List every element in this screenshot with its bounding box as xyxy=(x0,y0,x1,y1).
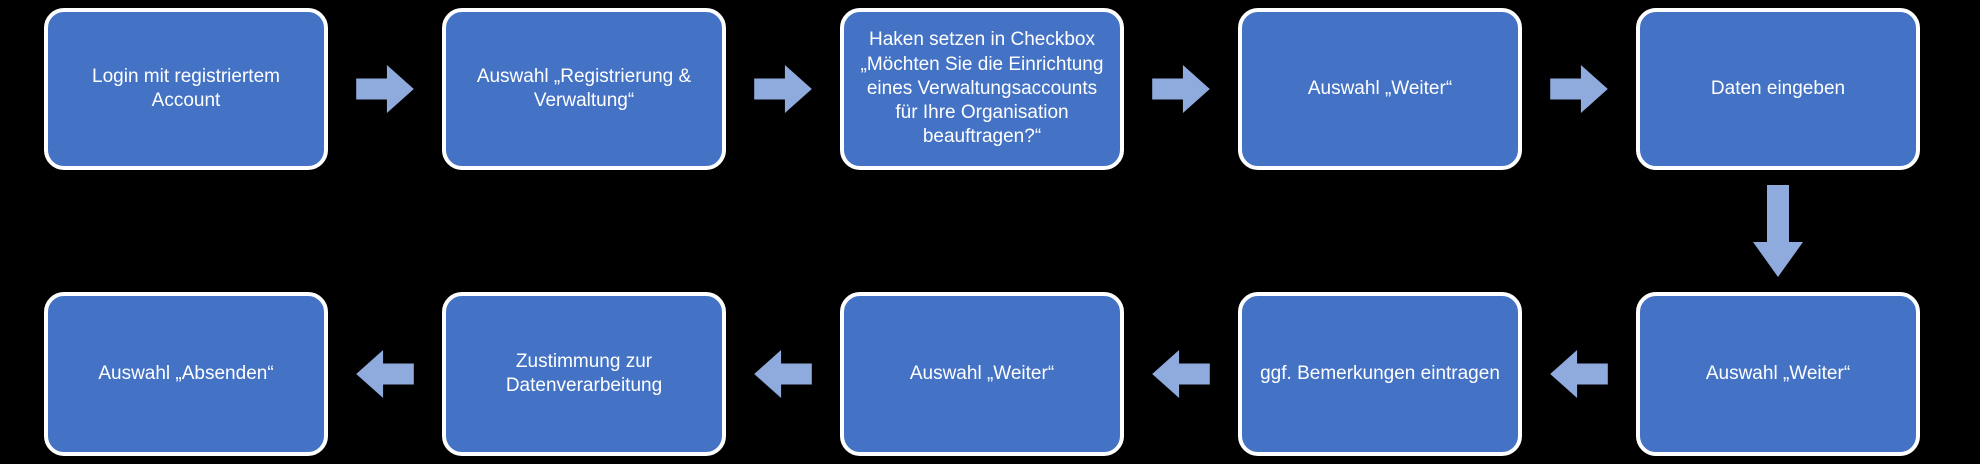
arrow-left-icon xyxy=(328,292,442,456)
flow-step-weiter-3: Auswahl „Weiter“ xyxy=(840,292,1124,456)
arrow-down-icon xyxy=(1753,185,1803,277)
arrow-left-icon xyxy=(726,292,840,456)
arrow-right-icon xyxy=(1522,8,1636,170)
flow-step-checkbox-haken: Haken setzen in Checkbox „Möchten Sie di… xyxy=(840,8,1124,170)
arrow-right-icon xyxy=(328,8,442,170)
arrow-right-icon xyxy=(726,8,840,170)
flow-step-weiter-1: Auswahl „Weiter“ xyxy=(1238,8,1522,170)
flow-step-registrierung-verwaltung: Auswahl „Registrierung & Verwaltung“ xyxy=(442,8,726,170)
flow-step-weiter-2: Auswahl „Weiter“ xyxy=(1636,292,1920,456)
arrow-left-icon xyxy=(1124,292,1238,456)
flow-row-top: Login mit registriertem Account Auswahl … xyxy=(44,8,1920,170)
arrow-right-icon xyxy=(1124,8,1238,170)
arrow-left-icon xyxy=(1522,292,1636,456)
flow-step-daten-eingeben: Daten eingeben xyxy=(1636,8,1920,170)
flow-step-absenden: Auswahl „Absenden“ xyxy=(44,292,328,456)
flow-step-zustimmung-datenverarbeitung: Zustimmung zur Datenverarbeitung xyxy=(442,292,726,456)
flow-row-bottom: Auswahl „Absenden“ Zustimmung zur Datenv… xyxy=(44,292,1920,456)
flow-step-login: Login mit registriertem Account xyxy=(44,8,328,170)
flow-step-bemerkungen: ggf. Bemerkungen eintragen xyxy=(1238,292,1522,456)
